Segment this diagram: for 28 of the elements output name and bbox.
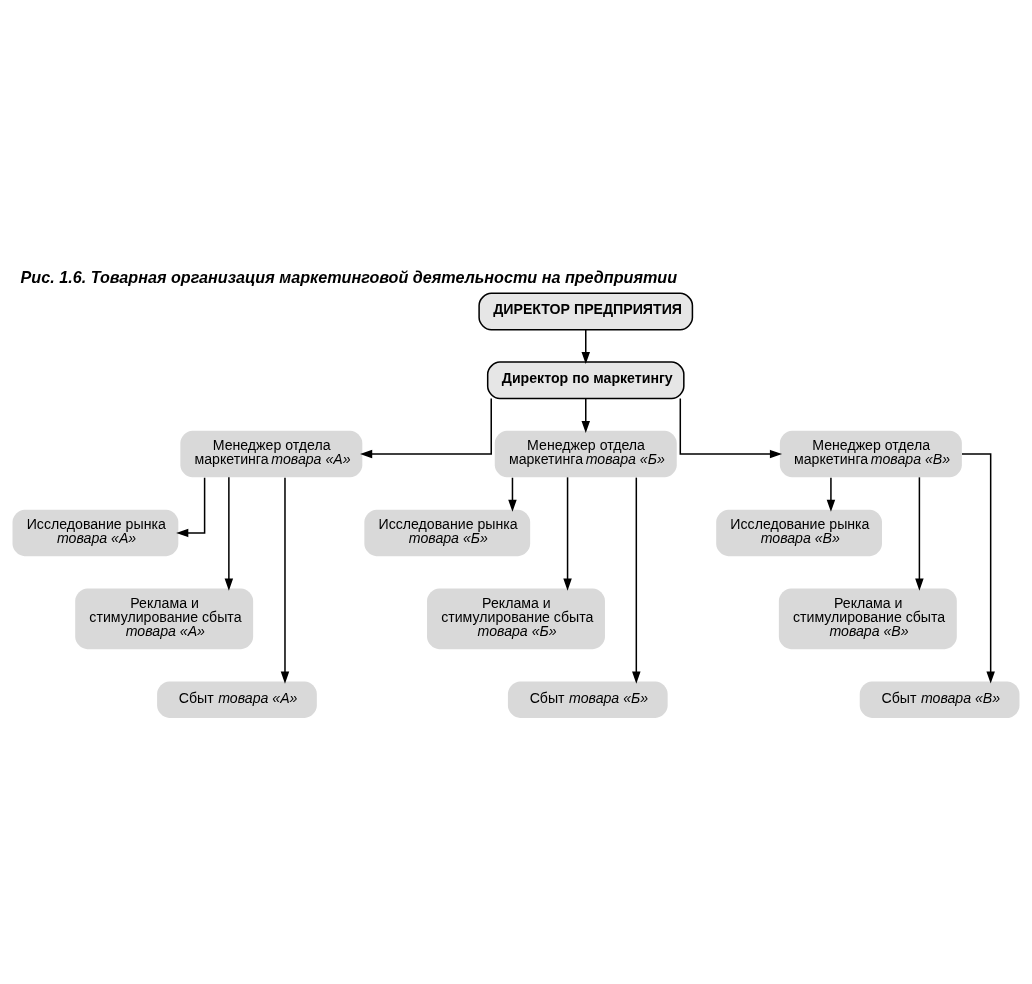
node-box: Менеджер отдела маркетинга товара «Б» bbox=[494, 430, 677, 477]
arrow bbox=[581, 328, 590, 364]
node-box: Менеджер отдела маркетинга товара «А» bbox=[180, 430, 363, 477]
arrow bbox=[563, 476, 572, 591]
arrow bbox=[915, 476, 924, 591]
arrow bbox=[360, 397, 492, 458]
arrow bbox=[961, 452, 995, 684]
node-box: Реклама и стимулирование сбыта товара «Б» bbox=[427, 588, 605, 649]
arrow bbox=[176, 476, 206, 537]
arrow bbox=[679, 397, 783, 458]
node-box: Исследование рынка товара «А» bbox=[12, 509, 179, 556]
arrow bbox=[508, 476, 517, 512]
arrow bbox=[632, 476, 641, 684]
diagram-title: Рис. 1.6. Товарная организация маркетинговой деятельности на предприятии bbox=[20, 267, 678, 286]
node-box: Исследование рынка товара «Б» bbox=[364, 509, 531, 556]
arrow bbox=[826, 476, 836, 512]
arrow bbox=[224, 476, 234, 591]
arrow bbox=[280, 476, 290, 684]
node-box: ДИРЕКТОР ПРЕДПРИЯТИЯ bbox=[478, 292, 694, 330]
node-box: Реклама и стимулирование сбыта товара «В» bbox=[778, 588, 957, 649]
arrow bbox=[581, 397, 590, 433]
node-box: Директор по маркетингу bbox=[486, 360, 685, 399]
node-box: Сбыт товара «Б» bbox=[507, 681, 668, 718]
node-box: Исследование рынка товара «В» bbox=[716, 509, 882, 556]
node-box: Реклама и стимулирование сбыта товара «А» bbox=[75, 588, 254, 649]
node-box: Сбыт товара «В» bbox=[859, 681, 1020, 718]
node-box: Менеджер отдела маркетинга товара «В» bbox=[779, 430, 962, 477]
node-box: Сбыт товара «А» bbox=[157, 681, 317, 718]
